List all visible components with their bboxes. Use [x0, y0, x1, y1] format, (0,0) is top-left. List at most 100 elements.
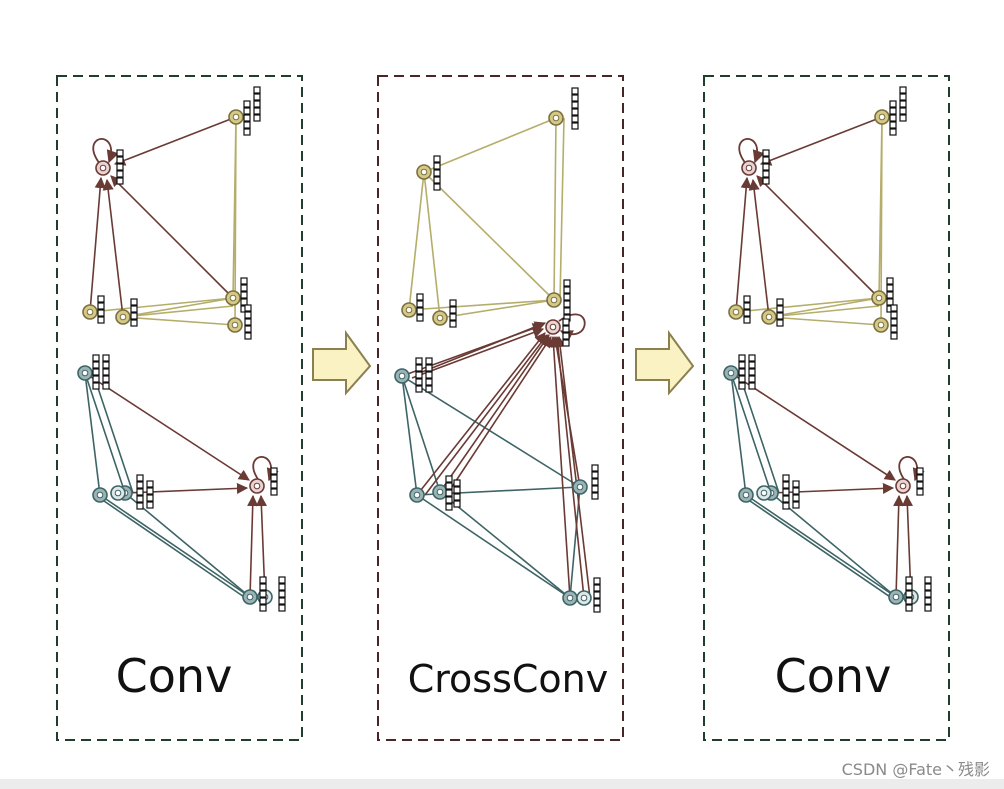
feature-vector-icon	[243, 100, 251, 136]
feature-vector-icon	[415, 357, 423, 393]
feature-cell	[924, 583, 932, 591]
graph-node-core	[114, 489, 122, 497]
feature-cell	[916, 467, 924, 475]
graph-node-core	[229, 294, 237, 302]
feature-cell	[743, 316, 751, 324]
panel-1-frame	[56, 75, 303, 741]
graph-node-core	[549, 323, 557, 331]
panel-2-graph	[394, 87, 601, 613]
feature-cell	[433, 183, 441, 191]
feature-cell	[433, 169, 441, 177]
graph-edge-teal	[92, 372, 134, 494]
feature-cell	[240, 284, 248, 292]
feature-cell	[415, 357, 423, 365]
feature-cell	[924, 590, 932, 598]
feature-vector-icon	[97, 295, 105, 324]
feature-cell	[270, 481, 278, 489]
feature-cell	[270, 488, 278, 496]
feature-cell	[416, 300, 424, 308]
graph-edge-red	[759, 116, 883, 166]
feature-cell	[415, 371, 423, 379]
feature-cell	[416, 293, 424, 301]
feature-cell	[116, 156, 124, 164]
feature-cell	[146, 487, 154, 495]
feature-cell	[445, 489, 453, 497]
graph-edge-teal	[401, 375, 418, 496]
feature-cell	[738, 375, 746, 383]
feature-cell	[97, 316, 105, 324]
feature-cell	[433, 162, 441, 170]
feature-vector-icon	[743, 295, 751, 324]
feature-cell	[243, 100, 251, 108]
feature-vector-icon	[905, 576, 913, 612]
graph-edge-yellow	[768, 297, 880, 318]
feature-cell	[899, 93, 907, 101]
feature-vector-icon	[886, 277, 894, 313]
graph-node-core	[231, 321, 239, 329]
feature-cell	[92, 375, 100, 383]
feature-cell	[905, 576, 913, 584]
feature-cell	[449, 313, 457, 321]
feature-cell	[453, 479, 461, 487]
feature-vector-icon	[562, 318, 570, 347]
graph-edge-yellow	[408, 171, 425, 311]
graph-edge-red	[110, 175, 234, 299]
feature-cell	[924, 597, 932, 605]
feature-cell	[116, 177, 124, 185]
graph-node-core	[878, 113, 886, 121]
graph-edge-red	[730, 372, 896, 481]
feature-vector-icon	[130, 298, 138, 327]
feature-cell	[571, 101, 579, 109]
graph-edge-yellow	[122, 297, 234, 318]
graph-edge-yellow	[768, 305, 880, 318]
feature-vector-icon	[445, 475, 453, 511]
feature-vector-icon	[571, 87, 579, 130]
feature-cell	[593, 584, 601, 592]
feature-cell	[738, 354, 746, 362]
feature-cell	[890, 325, 898, 333]
feature-cell	[243, 107, 251, 115]
feature-vector-icon	[425, 357, 433, 393]
panel-1-label: Conv	[116, 649, 233, 703]
feature-cell	[563, 279, 571, 287]
feature-cell	[776, 312, 784, 320]
feature-cell	[97, 295, 105, 303]
feature-cell	[253, 93, 261, 101]
feature-cell	[415, 378, 423, 386]
feature-cell	[905, 604, 913, 612]
feature-cell	[571, 122, 579, 130]
feature-cell	[445, 503, 453, 511]
graph-edge-yellow	[423, 171, 441, 319]
graph-edge-yellow	[122, 316, 236, 326]
graph-edge-red	[439, 334, 550, 493]
feature-cell	[886, 284, 894, 292]
feature-cell	[899, 107, 907, 115]
feature-cell	[905, 590, 913, 598]
feature-cell	[591, 471, 599, 479]
graph-edge-teal	[416, 494, 571, 599]
feature-cell	[102, 354, 110, 362]
feature-cell	[782, 495, 790, 503]
feature-cell	[116, 149, 124, 157]
graph-edge-yellow	[880, 116, 883, 326]
feature-cell	[782, 502, 790, 510]
feature-vector-icon	[240, 277, 248, 313]
feature-cell	[762, 156, 770, 164]
right-arrow-icon	[312, 329, 372, 396]
feature-vector-icon	[748, 354, 756, 390]
feature-cell	[562, 339, 570, 347]
feature-cell	[748, 375, 756, 383]
graph-node-core	[232, 113, 240, 121]
feature-cell	[782, 481, 790, 489]
feature-vector-icon	[146, 480, 154, 509]
graph-edge-teal	[730, 372, 747, 496]
self-loop-icon	[898, 456, 925, 483]
graph-node-core	[86, 308, 94, 316]
feature-cell	[130, 298, 138, 306]
feature-cell	[136, 495, 144, 503]
graph-node-core	[877, 321, 885, 329]
graph-edge-red	[445, 336, 552, 497]
feature-vector-icon	[762, 149, 770, 185]
graph-node-core	[727, 369, 735, 377]
graph-edge-red	[748, 178, 770, 318]
